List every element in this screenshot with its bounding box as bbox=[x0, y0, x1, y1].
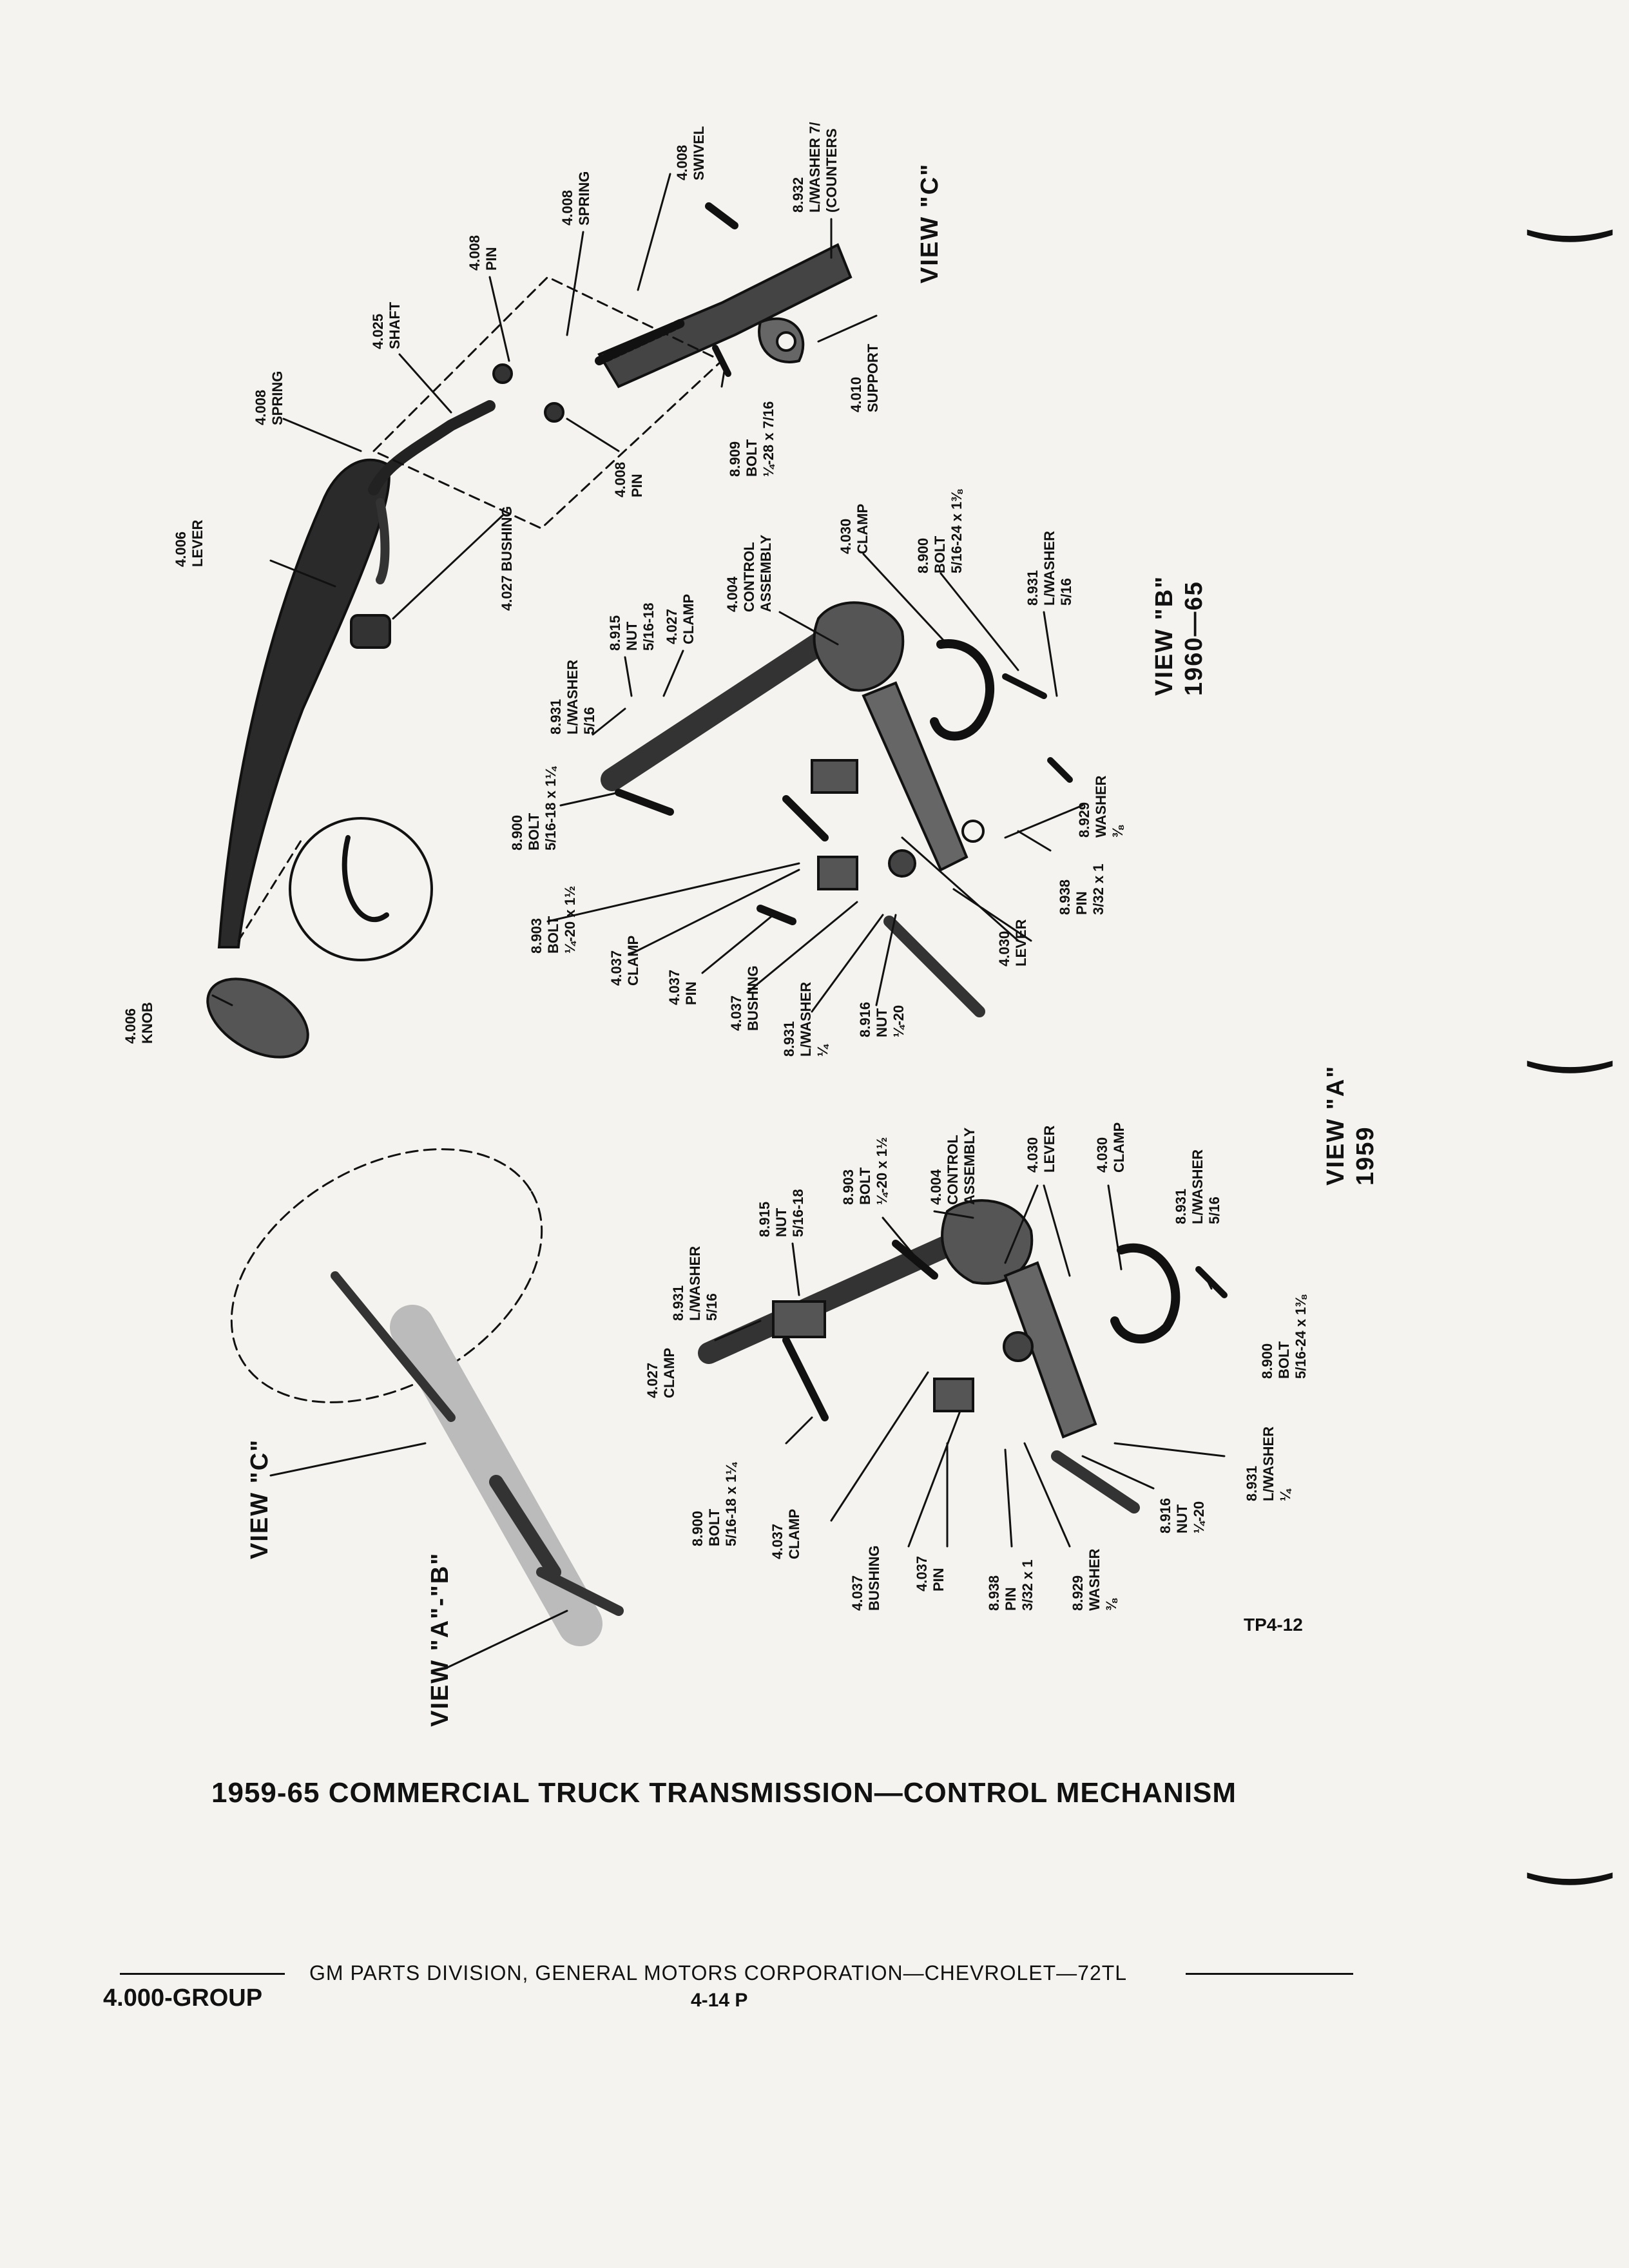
label-swivel: 4.008 SWIVEL bbox=[674, 126, 707, 180]
label-lwasher-counter: 8.932 L/WASHER 7/ (COUNTERS bbox=[790, 122, 840, 213]
view-b-title: VIEW "B" 1960—65 bbox=[1151, 575, 1208, 696]
a-rod bbox=[1051, 1450, 1140, 1514]
label-a-clamp-4027: 4.027 CLAMP bbox=[644, 1347, 677, 1398]
label-b-clamp-4037: 4.037 CLAMP bbox=[608, 935, 641, 986]
label-b-clamp-4030: 4.030 CLAMP bbox=[838, 503, 871, 554]
figure-code: TP4-12 bbox=[1244, 1615, 1303, 1635]
label-a-bushing-4037: 4.037 BUSHING bbox=[849, 1545, 882, 1611]
label-a-pin-4037: 4.037 PIN bbox=[914, 1555, 947, 1591]
top-bolt bbox=[705, 202, 738, 229]
label-b-pin-4037: 4.037 PIN bbox=[666, 969, 699, 1005]
label-b-lwasher-8931-bottom: 8.931 L/WASHER ¼ bbox=[781, 981, 831, 1057]
label-b-lwasher-8931-left: 8.931 L/WASHER 5/16 bbox=[548, 659, 597, 735]
label-a-lever-4030: 4.030 LEVER bbox=[1025, 1125, 1057, 1173]
label-a-pin-8938: 8.938 PIN 3/32 x 1 bbox=[986, 1559, 1036, 1611]
page-title: 1959-65 COMMERCIAL TRUCK TRANSMISSION—CO… bbox=[211, 1777, 1237, 1809]
label-b-clamp-4027: 4.027 CLAMP bbox=[664, 593, 697, 644]
b-control-housing bbox=[813, 601, 905, 692]
footer-group: 4.000-GROUP bbox=[103, 1984, 263, 2012]
label-pin-mid: 4.008 PIN bbox=[612, 461, 645, 497]
label-b-lever-4030: 4.030 LEVER bbox=[996, 919, 1029, 966]
b-lever-arm bbox=[862, 681, 969, 872]
label-b-washer-8929: 8.929 WASHER ⅜ bbox=[1076, 775, 1126, 838]
view-a-title: VIEW "A" 1959 bbox=[1322, 1064, 1379, 1186]
label-a-clamp-4037: 4.037 CLAMP bbox=[769, 1508, 802, 1559]
label-lever-4006: 4.006 LEVER bbox=[173, 519, 206, 567]
label-spring-left: 4.008 SPRING bbox=[253, 370, 285, 425]
label-bolt-8909: 8.909 BOLT ¼-28 x 7/16 bbox=[727, 401, 776, 477]
footer-rule-right bbox=[1186, 1973, 1353, 1975]
scan-mark: ‿ bbox=[1532, 176, 1608, 240]
label-a-nut-8915: 8.915 NUT 5/16-18 bbox=[757, 1189, 806, 1237]
bushing-part bbox=[350, 614, 391, 649]
label-a-lwasher-8931-right: 8.931 L/WASHER 5/16 bbox=[1173, 1149, 1222, 1224]
label-b-pin-8938: 8.938 PIN 3/32 x 1 bbox=[1057, 863, 1106, 915]
label-b-bolt-8903: 8.903 BOLT ¼-20 x 1½ bbox=[528, 885, 578, 954]
label-support: 4.010 SUPPORT bbox=[848, 343, 881, 412]
a-lever-arm bbox=[1003, 1261, 1097, 1439]
shift-lever bbox=[217, 458, 390, 948]
b-control-shaft bbox=[601, 620, 849, 791]
lever-shaft-bend bbox=[368, 400, 496, 495]
label-a-control-assembly: 4.004 CONTROL ASSEMBLY bbox=[928, 1127, 978, 1205]
column-lever bbox=[331, 1271, 456, 1422]
label-b-bushing-4037: 4.037 BUSHING bbox=[728, 965, 761, 1031]
footer-rule-left bbox=[120, 1973, 285, 1975]
label-shaft: 4.025 SHAFT bbox=[370, 302, 403, 349]
label-b-nut-8916: 8.916 NUT ¼-20 bbox=[857, 1001, 907, 1037]
label-a-lwasher-8931-bottom: 8.931 L/WASHER ¼ bbox=[1244, 1426, 1293, 1501]
spring-coil bbox=[595, 318, 688, 365]
footer-page-number: 4-14 P bbox=[691, 1990, 748, 2011]
label-pin-top: 4.008 PIN bbox=[467, 235, 499, 271]
label-a-lwasher-8931-left: 8.931 L/WASHER 5/16 bbox=[670, 1245, 720, 1321]
lever-lower-rod bbox=[376, 498, 390, 584]
label-spring-top: 4.008 SPRING bbox=[559, 171, 592, 226]
view-ab-title: VIEW "A"-"B" bbox=[427, 1552, 454, 1727]
steering-wheel bbox=[230, 1148, 543, 1403]
footer-division: GM PARTS DIVISION, GENERAL MOTORS CORPOR… bbox=[309, 1961, 1128, 1984]
label-bushing-4027: 4.027 BUSHING bbox=[499, 506, 515, 611]
detail-circle bbox=[289, 817, 433, 961]
view-c-left-title: VIEW "C" bbox=[246, 1438, 273, 1559]
label-b-control-assembly: 4.004 CONTROL ASSEMBLY bbox=[724, 534, 774, 612]
scan-mark: ‿ bbox=[1532, 1007, 1608, 1072]
b-clamp-ring bbox=[930, 639, 995, 741]
label-knob: 4.006 KNOB bbox=[122, 1002, 155, 1044]
label-a-clamp-4030: 4.030 CLAMP bbox=[1094, 1122, 1127, 1173]
label-a-nut-8916: 8.916 NUT ¼-20 bbox=[1157, 1497, 1207, 1533]
swivel-tube bbox=[597, 243, 853, 389]
a-control-shaft bbox=[698, 1226, 978, 1364]
knob-part bbox=[206, 977, 309, 1059]
b-rod bbox=[883, 916, 985, 1017]
label-a-washer-8929: 8.929 WASHER ⅜ bbox=[1070, 1548, 1119, 1611]
label-b-lwasher-8931-top: 8.931 L/WASHER 5/16 bbox=[1025, 530, 1074, 606]
label-a-bolt-8903: 8.903 BOLT ¼-20 x 1½ bbox=[840, 1137, 890, 1205]
label-a-bolt-8900-right: 8.900 BOLT 5/16-24 x 1⅜ bbox=[1259, 1295, 1309, 1379]
label-b-bolt-8900-top: 8.900 BOLT 5/16-24 x 1⅜ bbox=[915, 490, 965, 573]
view-c-top-title: VIEW "C" bbox=[916, 162, 943, 284]
label-b-bolt-8900-left: 8.900 BOLT 5/16-18 x 1¼ bbox=[509, 767, 559, 850]
label-b-nut-8915: 8.915 NUT 5/16-18 bbox=[607, 602, 657, 651]
label-a-bolt-8900-left: 8.900 BOLT 5/16-18 x 1¼ bbox=[689, 1463, 739, 1546]
scan-mark: ‿ bbox=[1532, 1819, 1608, 1883]
a-clamp-ring bbox=[1110, 1243, 1181, 1343]
